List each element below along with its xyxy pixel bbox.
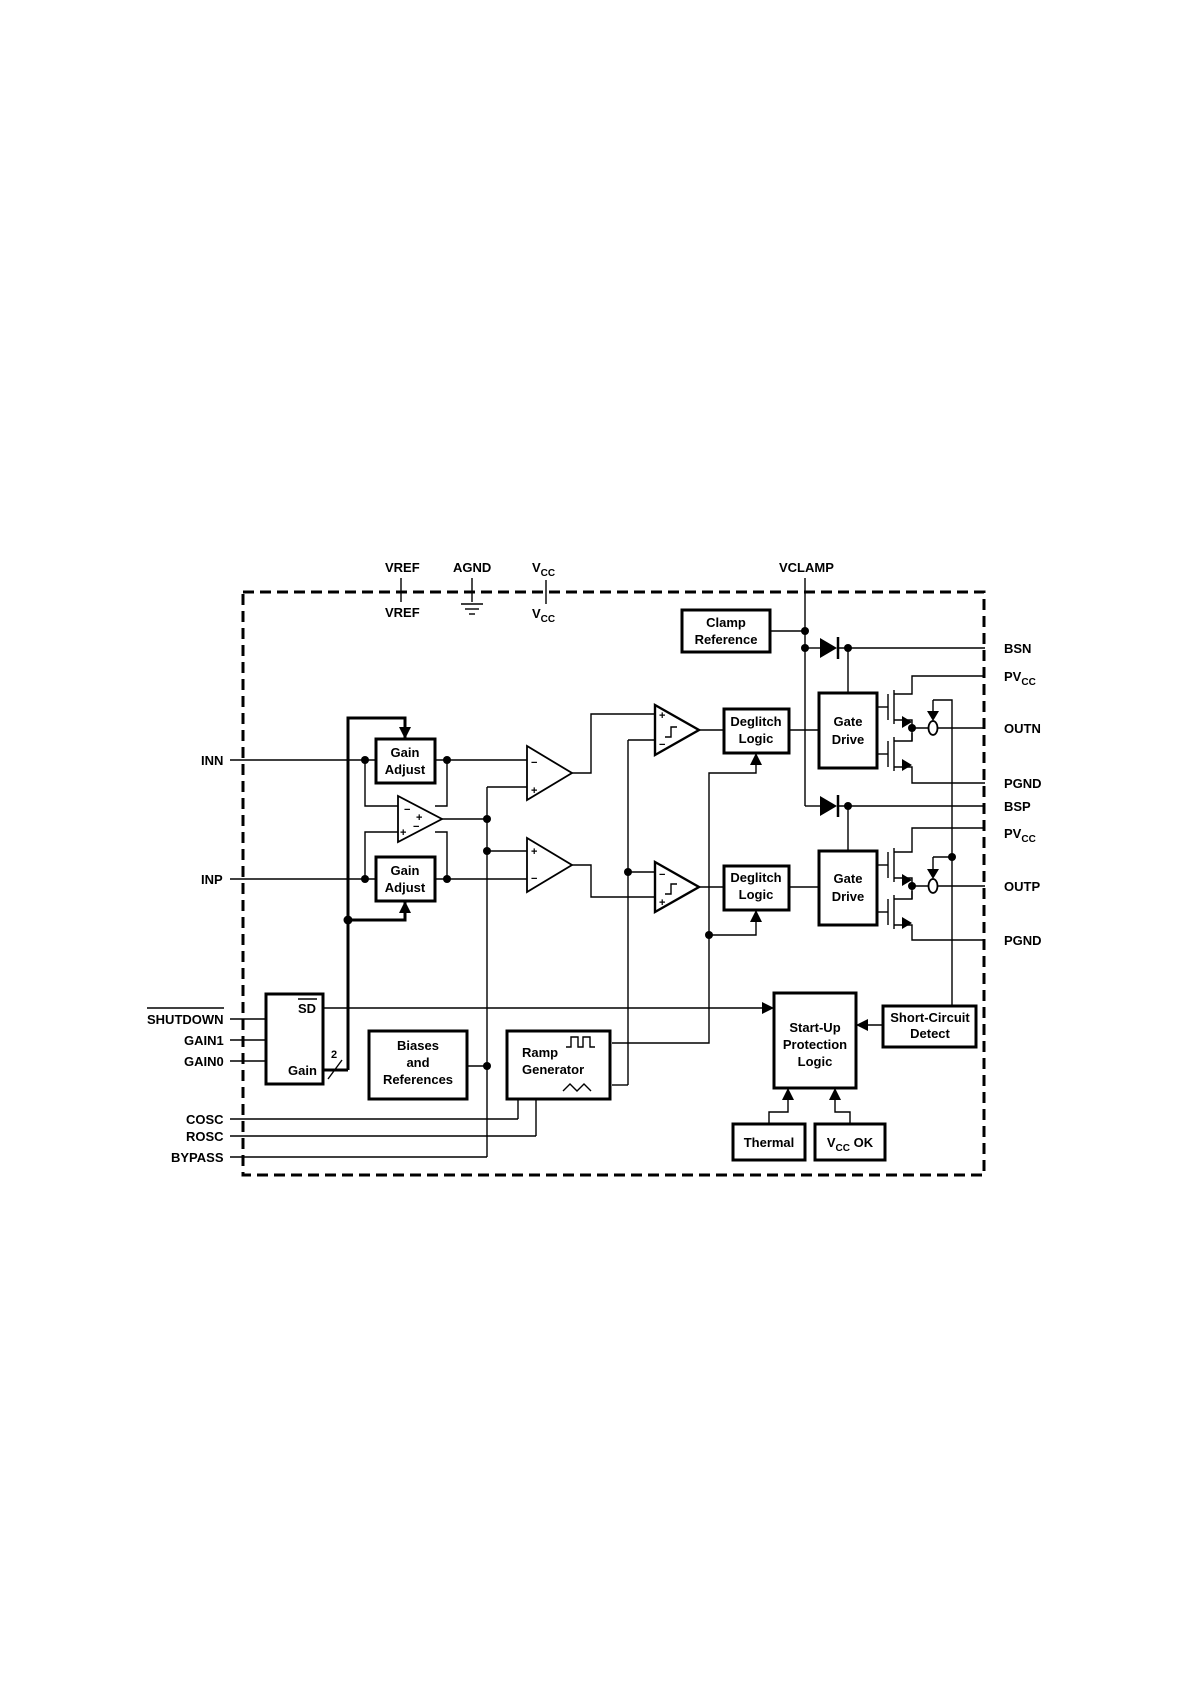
svg-text:Detect: Detect [910, 1026, 950, 1041]
svg-text:Ramp: Ramp [522, 1045, 558, 1060]
svg-text:−: − [659, 869, 665, 881]
comparator-bottom [653, 859, 702, 915]
integrator-bottom [526, 836, 574, 894]
svg-text:+: + [531, 846, 537, 858]
svg-text:+: + [659, 710, 665, 722]
pin-inn: INN [201, 753, 223, 768]
mosfet-icon-bottom-low [877, 891, 985, 941]
mosfet-icon-top-high [877, 675, 985, 728]
svg-text:and: and [406, 1055, 429, 1070]
svg-text:Logic: Logic [739, 731, 774, 746]
svg-text:Protection: Protection [783, 1037, 847, 1052]
svg-text:Logic: Logic [798, 1054, 833, 1069]
triangle-wave-icon [562, 1083, 592, 1092]
svg-text:−: − [531, 873, 537, 885]
current-sense-icon-top [927, 700, 939, 736]
short-circuit-detect-block [881, 1004, 978, 1049]
pin-inp: INP [201, 872, 223, 887]
pin-bsp: BSP [1004, 799, 1031, 814]
pin-shutdown: SHUTDOWN [147, 1012, 224, 1027]
pin-outp: OUTP [1004, 879, 1040, 894]
gain-adjust-top-block [374, 737, 437, 785]
ramp-generator-block [505, 1029, 612, 1101]
gain-label: Gain [288, 1063, 317, 1078]
pin-cosc: COSC [186, 1112, 224, 1127]
svg-text:+: + [531, 785, 537, 797]
pin-rosc: ROSC [186, 1129, 224, 1144]
integrator-top [526, 744, 574, 802]
pin-gain1: GAIN1 [184, 1033, 224, 1048]
svg-text:Drive: Drive [832, 889, 865, 904]
svg-text:−: − [404, 804, 410, 816]
svg-text:Start-Up: Start-Up [789, 1020, 840, 1035]
pin-gain0: GAIN0 [184, 1054, 224, 1069]
pin-vref: VREF [385, 560, 420, 575]
svg-text:Gate: Gate [834, 871, 863, 886]
svg-text:VCC OK: VCC OK [827, 1135, 874, 1154]
svg-text:Clamp: Clamp [706, 615, 746, 630]
svg-text:−: − [531, 757, 537, 769]
svg-text:Gate: Gate [834, 714, 863, 729]
svg-text:Adjust: Adjust [385, 762, 426, 777]
startup-protection-logic-block [772, 991, 858, 1090]
diode-icon-bsn [820, 637, 840, 659]
svg-text:Generator: Generator [522, 1062, 584, 1077]
sd-label: SD [298, 1001, 316, 1016]
pin-pvcc-bottom: PVCC [1004, 826, 1036, 845]
ground-icon [461, 578, 483, 615]
current-sense-icon-bottom [927, 857, 939, 894]
vcc-ok-block [813, 1122, 887, 1162]
svg-text:+: + [416, 812, 422, 824]
biases-references-block [367, 1029, 469, 1101]
pin-pgnd-top: PGND [1004, 776, 1042, 791]
svg-text:Logic: Logic [739, 887, 774, 902]
pin-vclamp: VCLAMP [779, 560, 834, 575]
pin-outn: OUTN [1004, 721, 1041, 736]
svg-text:Deglitch: Deglitch [730, 714, 781, 729]
comparator-top [653, 702, 702, 758]
pin-bypass: BYPASS [171, 1150, 224, 1165]
svg-text:Deglitch: Deglitch [730, 870, 781, 885]
svg-text:−: − [413, 821, 419, 833]
pin-bsn: BSN [1004, 641, 1031, 656]
hysteresis-icon-top [665, 726, 677, 738]
svg-text:+: + [659, 897, 665, 909]
svg-text:Gain: Gain [391, 863, 420, 878]
svg-text:Biases: Biases [397, 1038, 439, 1053]
svg-text:Adjust: Adjust [385, 880, 426, 895]
chip-boundary [241, 590, 986, 1177]
gate-drive-bottom-block [817, 849, 879, 927]
svg-text:+: + [400, 827, 406, 839]
mosfet-icon-top-low [877, 733, 985, 784]
square-wave-icon [566, 1036, 595, 1048]
svg-text:−: − [659, 739, 665, 751]
bus-width-label: 2 [331, 1049, 337, 1061]
label-vref-inner: VREF [385, 605, 420, 620]
label-vcc-inner: VCC [532, 606, 555, 625]
pin-pvcc-top: PVCC [1004, 669, 1036, 688]
svg-text:Reference: Reference [695, 632, 758, 647]
pin-pgnd-bottom: PGND [1004, 933, 1042, 948]
svg-text:References: References [383, 1072, 453, 1087]
diode-icon-bsp [820, 795, 840, 817]
diff-amplifier [397, 794, 444, 844]
svg-text:Drive: Drive [832, 732, 865, 747]
svg-text:Short-Circuit: Short-Circuit [890, 1010, 970, 1025]
mosfet-icon-bottom-high [877, 827, 985, 886]
shutdown-gain-block [264, 992, 325, 1086]
pin-agnd: AGND [453, 560, 491, 575]
hysteresis-icon-bottom [665, 883, 677, 895]
pin-vcc: VCC [532, 560, 555, 579]
gate-drive-top-block [817, 691, 879, 770]
svg-text:Thermal: Thermal [744, 1135, 795, 1150]
svg-text:Gain: Gain [391, 745, 420, 760]
